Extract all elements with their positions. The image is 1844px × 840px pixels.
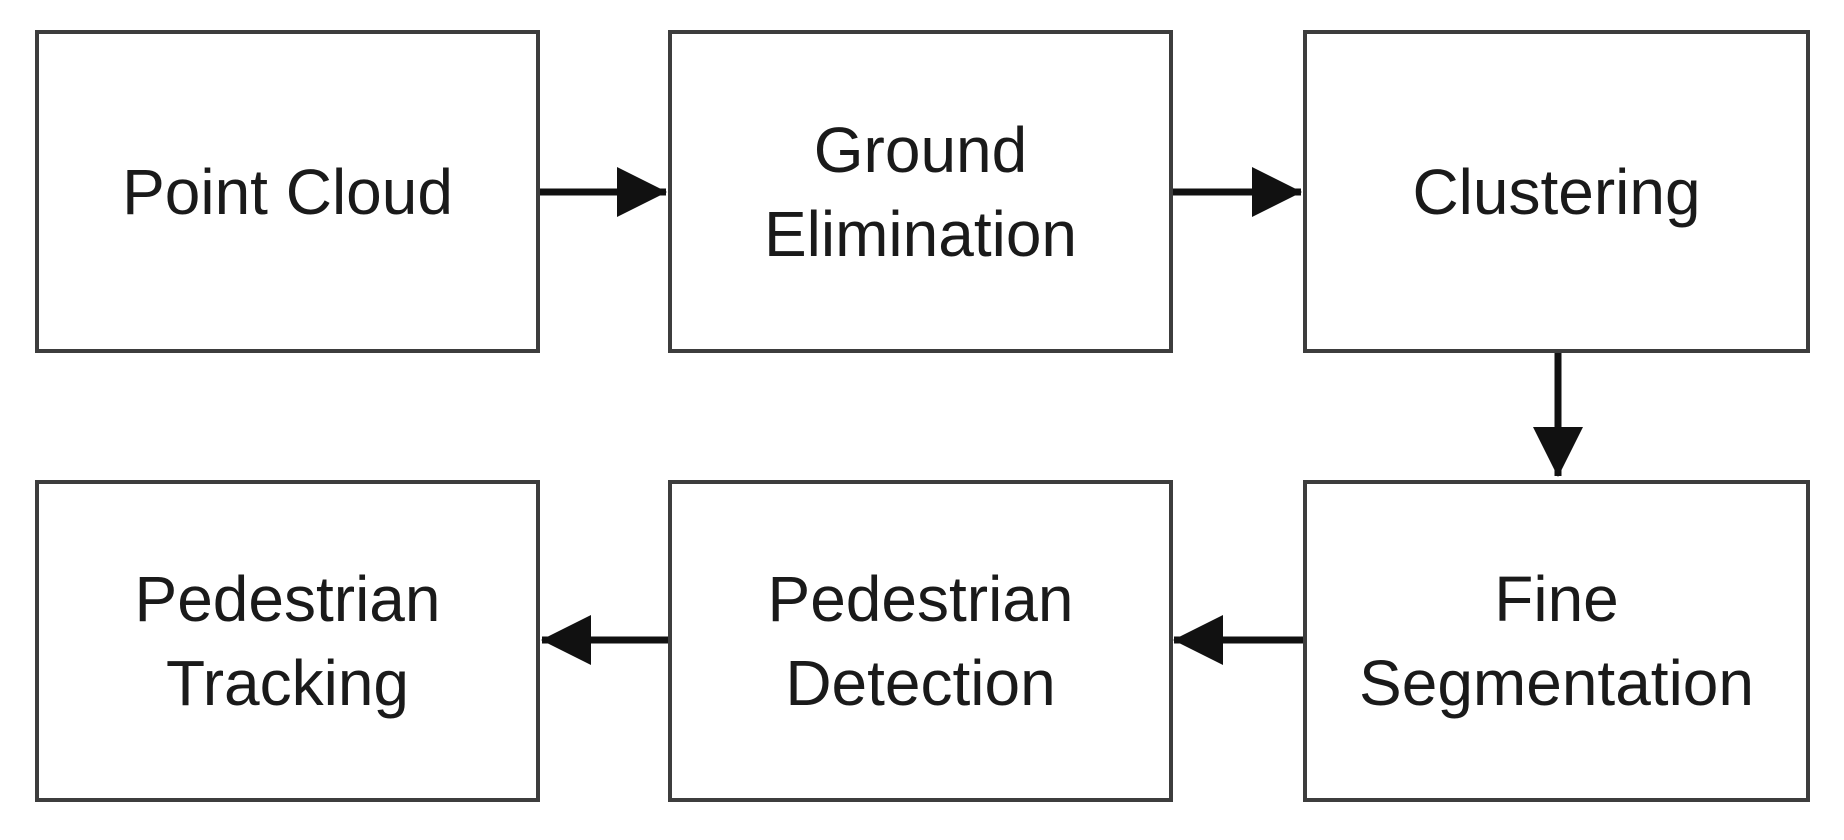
node-clustering-label: Clustering bbox=[1412, 155, 1701, 228]
node-pedestrian-tracking: Pedestrian Tracking bbox=[35, 480, 540, 802]
node-pedestrian-detection: Pedestrian Detection bbox=[668, 480, 1173, 802]
node-ground-elimination-label: Ground Elimination bbox=[763, 113, 1078, 270]
node-point-cloud: Point Cloud bbox=[35, 30, 540, 353]
node-pedestrian-detection-label: Pedestrian Detection bbox=[767, 563, 1074, 719]
node-pedestrian-tracking-label: Pedestrian Tracking bbox=[134, 563, 441, 719]
node-ground-elimination: Ground Elimination bbox=[668, 30, 1173, 353]
node-clustering: Clustering bbox=[1303, 30, 1810, 353]
node-fine-segmentation-label: Fine Segmentation bbox=[1359, 563, 1754, 719]
node-fine-segmentation: Fine Segmentation bbox=[1303, 480, 1810, 802]
node-point-cloud-label: Point Cloud bbox=[122, 155, 453, 228]
